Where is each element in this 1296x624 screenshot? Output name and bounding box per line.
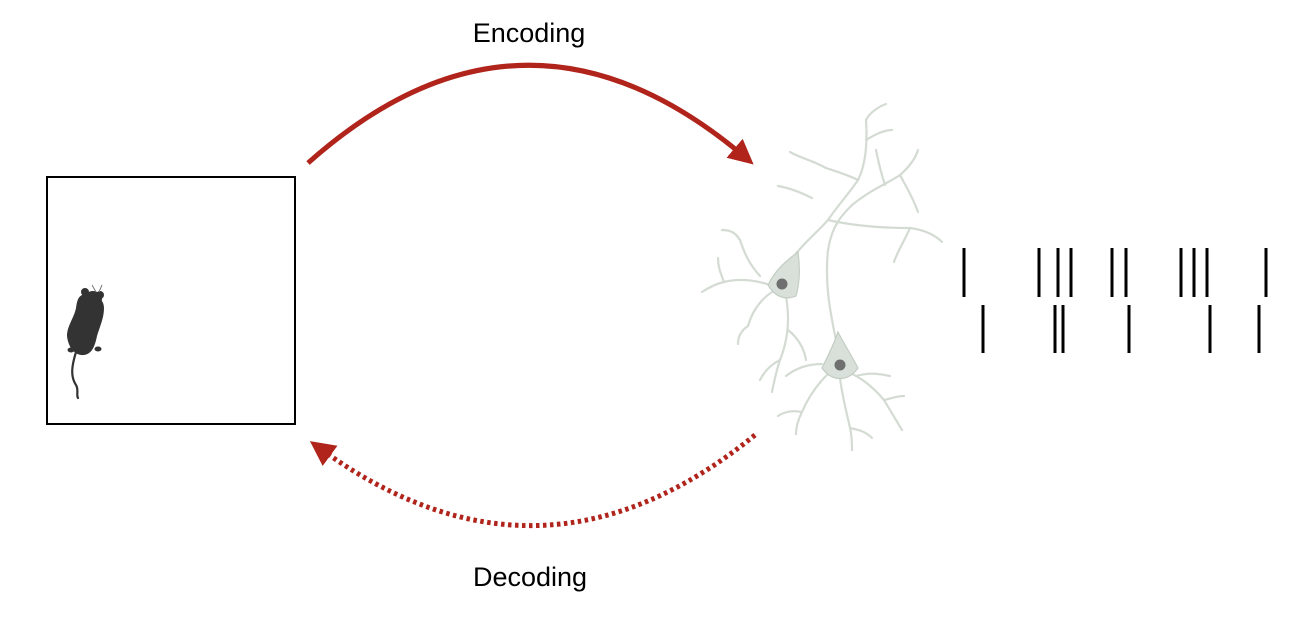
mouse-icon (67, 284, 104, 400)
soma-upper (767, 250, 800, 299)
spike-train-1 (962, 248, 1268, 297)
encoding-label: Encoding (472, 18, 586, 48)
nucleus-lower (834, 359, 846, 371)
soma-lower (821, 330, 859, 380)
spike-trains (962, 248, 1268, 353)
nucleus-upper (776, 278, 788, 290)
decoding-label: Decoding (472, 562, 588, 592)
spike-train-2 (981, 305, 1261, 353)
decoding-arrow (309, 433, 757, 529)
encoding-arrow (306, 62, 754, 165)
arena-box (46, 176, 296, 425)
neuron-icon (700, 102, 944, 452)
neuron-somas (767, 250, 859, 380)
